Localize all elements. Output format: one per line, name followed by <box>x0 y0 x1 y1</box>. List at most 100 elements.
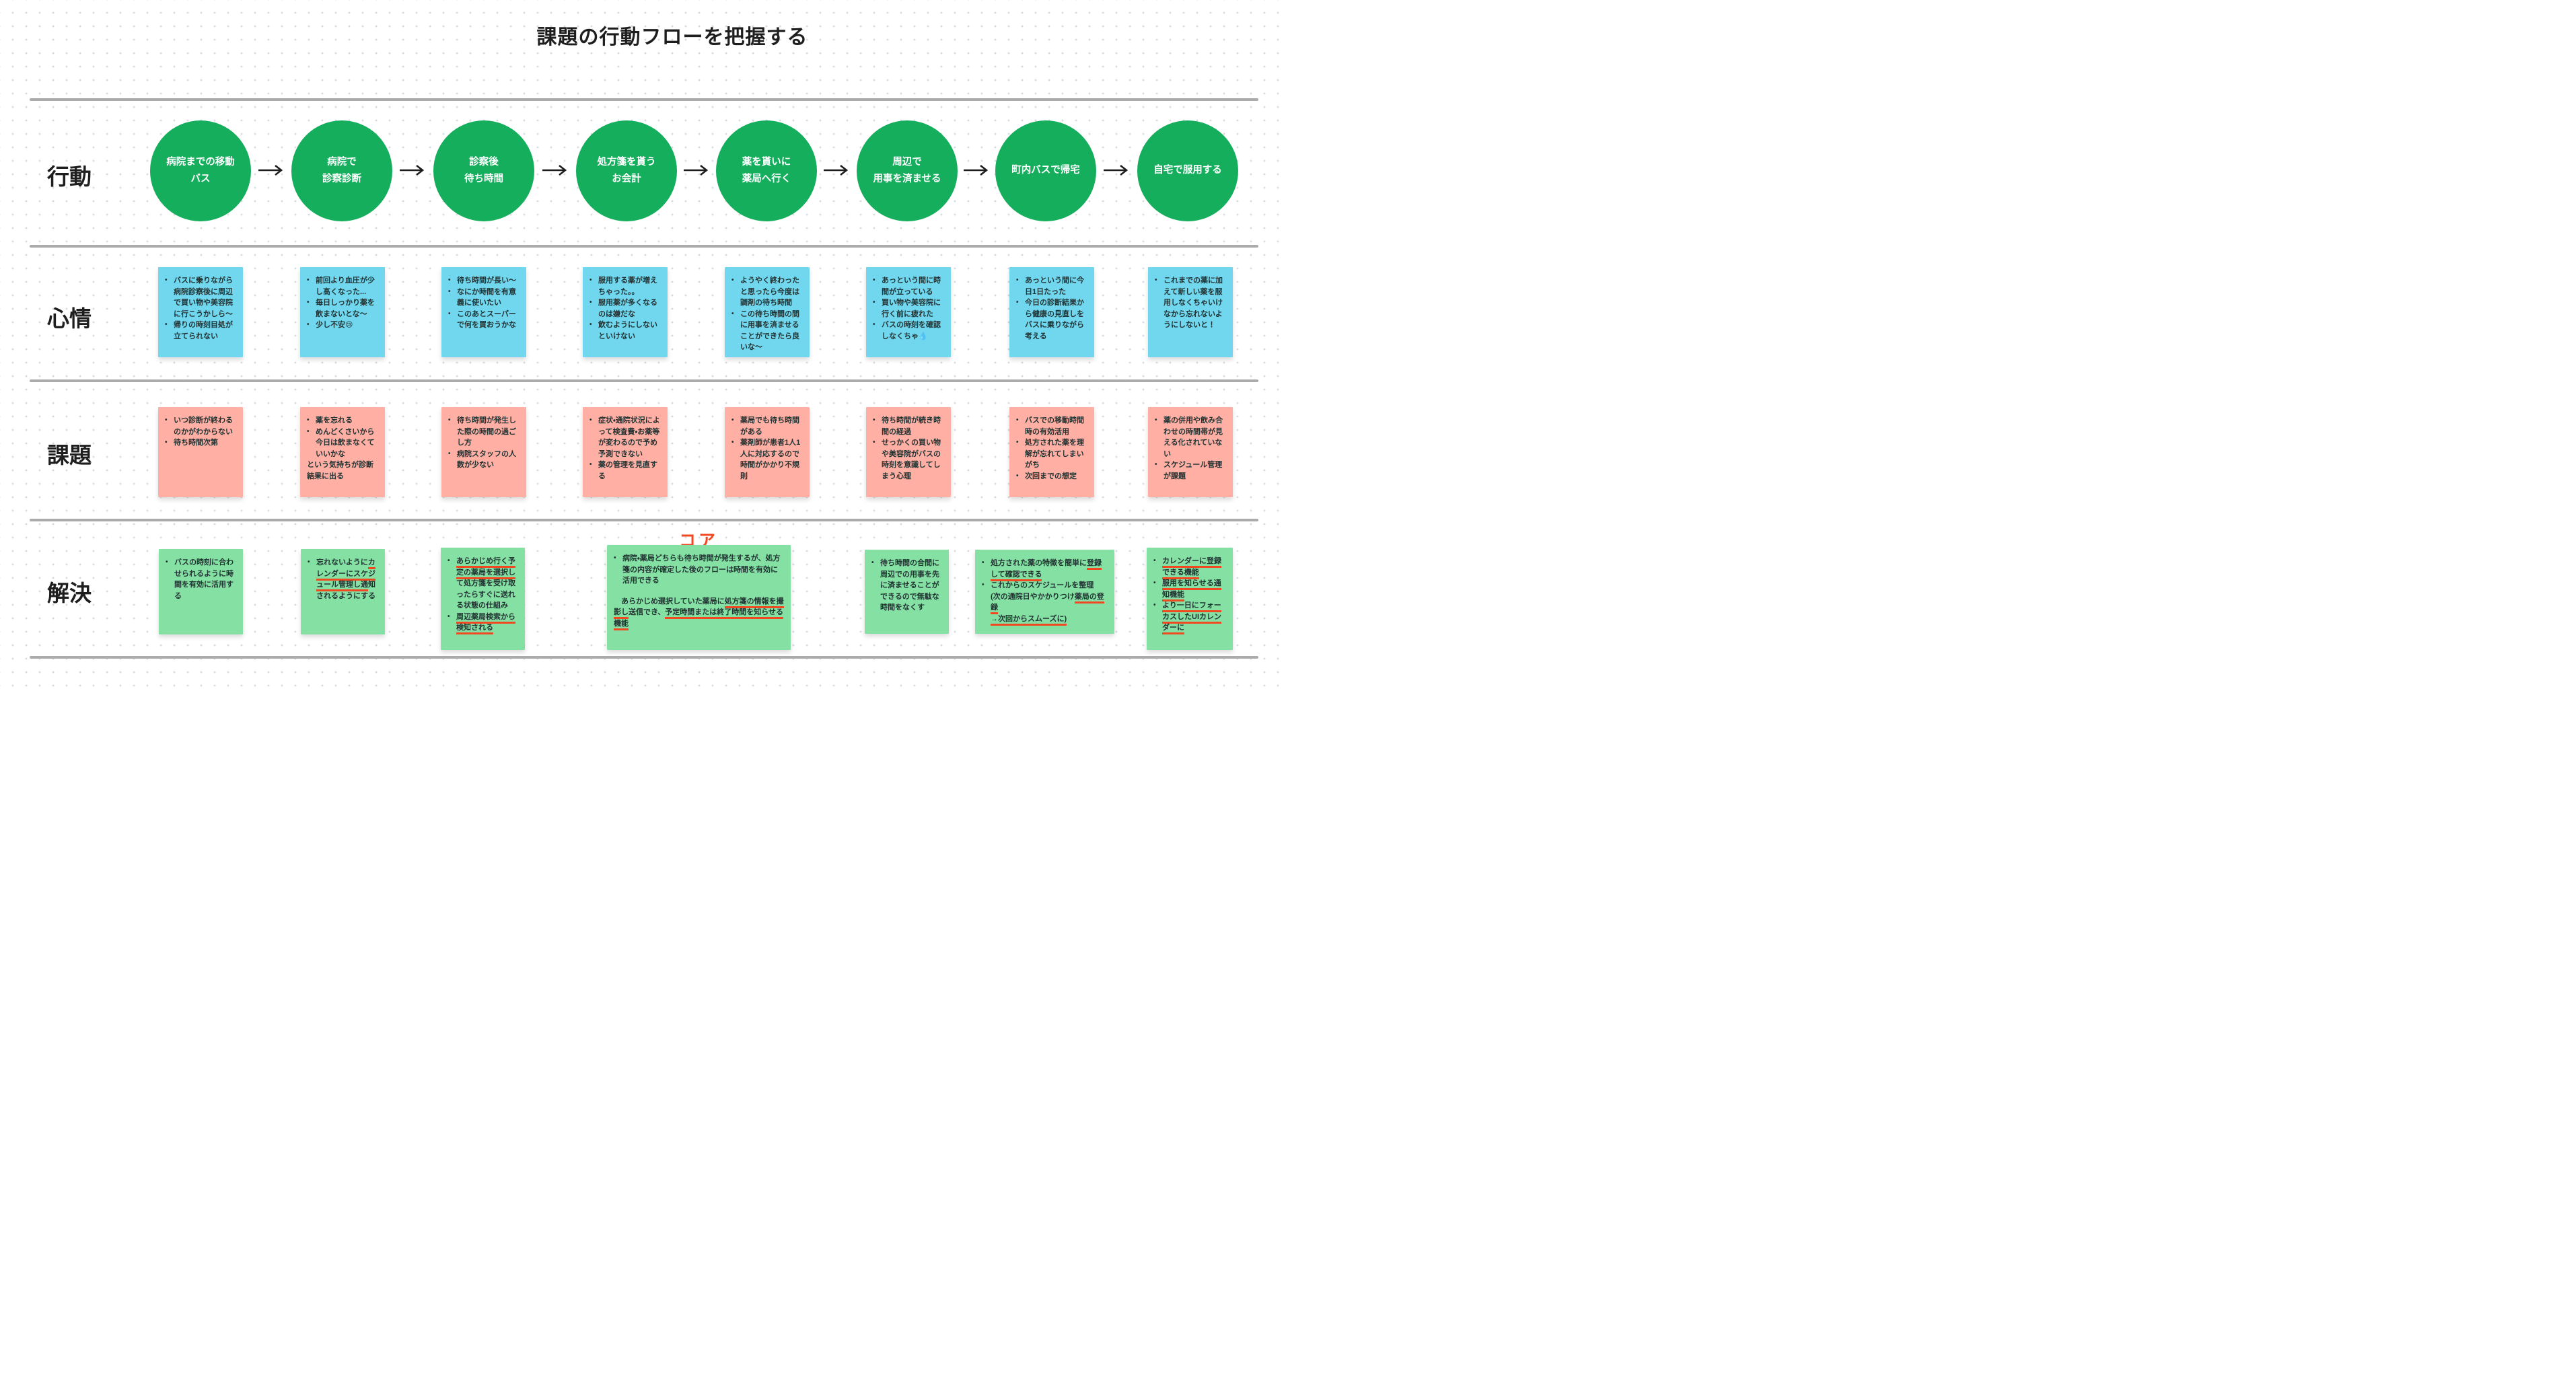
sticky-note-feeling-1[interactable]: •バスに乗りながら病院診察後に周辺で買い物や美容院に行こうかしら〜•帰りの時刻目… <box>158 267 243 357</box>
underlined-text: より一日にフォーカスしたUIカレンダーに <box>1162 601 1221 634</box>
note-text: スケジュール管理が課題 <box>1164 461 1223 480</box>
bullet-marker: • <box>308 558 310 566</box>
note-text: 待ち時間が発生した際の時間の過ごし方 <box>457 416 516 447</box>
note-text: 症状・通院状況によって検査費・お薬等が変わるので予め予測できない <box>598 416 660 458</box>
note-text: あらかじめ選択していた薬局に処方箋の情報を撮影し送信でき、予定時間または終了時間… <box>614 596 785 630</box>
bullet-marker: • <box>307 277 310 284</box>
sticky-note-issue-2[interactable]: •薬を忘れる•めんどくさいから今日は飲まなくていいかなという気持ちが診断結果に出… <box>300 407 385 497</box>
action-circle-label: 病院で診察診断 <box>322 156 361 184</box>
flow-arrow-icon[interactable] <box>1102 163 1131 177</box>
bullet-marker: • <box>1016 299 1019 306</box>
bullet-marker: • <box>307 427 310 435</box>
sticky-note-issue-8[interactable]: •薬の併用や飲み合わせの時間帯が見える化されていない•スケジュール管理が課題 <box>1148 407 1233 497</box>
sticky-note-feeling-6[interactable]: •あっという間に時間が立っている•買い物や美容院に行く前に疲れた•バスの時刻を確… <box>866 267 951 357</box>
row-label-issue[interactable]: 課題 <box>47 443 92 468</box>
flow-arrow-icon[interactable] <box>962 163 991 177</box>
sticky-note-solution-3[interactable]: •あらかじめ行く予定の薬局を選択して処方箋を受け取ったらすぐに送れる状態の仕組み… <box>441 548 525 650</box>
sticky-note-issue-4[interactable]: •症状・通院状況によって検査費・お薬等が変わるので予め予測できない•薬の管理を見… <box>583 407 668 497</box>
flow-arrow-icon[interactable] <box>398 163 427 177</box>
sticky-note-solution-core[interactable]: •病院・薬局どちらも待ち時間が発生するが、処方箋の内容が確定した後のフローは時間… <box>607 545 791 650</box>
bullet-marker: • <box>448 309 451 318</box>
note-text: 買い物や美容院に行く前に疲れた <box>882 299 941 318</box>
note-text: あっという間に今日1日たった <box>1025 277 1084 296</box>
bullet-marker: • <box>1016 439 1019 446</box>
underlined-text: 薬局の登録 <box>991 592 1104 614</box>
bullet-marker: • <box>1153 579 1156 587</box>
sticky-note-feeling-2[interactable]: •前回より血圧が少し高くなった...•毎日しっかり薬を飲まないとな〜•少し不安😢 <box>300 267 385 357</box>
bullet-marker: • <box>731 277 734 284</box>
note-text: 待ち時間の合間に周辺での用事を先に済ませることができるので無駄な時間をなくす <box>880 559 939 612</box>
action-circle-label: 薬を貰いに薬局へ行く <box>742 156 791 184</box>
row-divider-line[interactable] <box>30 98 1258 101</box>
note-text: バスの時刻に合わせられるように時間を有効に活用する <box>174 558 234 600</box>
page-title[interactable]: 課題の行動フローを把握する <box>536 26 808 48</box>
action-circle-4[interactable]: 処方箋を貰うお会計 <box>576 120 677 221</box>
action-circle-label: 町内バスで帰宅 <box>1011 165 1080 176</box>
sticky-note-issue-3[interactable]: •待ち時間が発生した際の時間の過ごし方•病院スタッフの人数が少ない <box>441 407 526 497</box>
whiteboard-canvas: 課題の行動フローを把握する 行動 心情 課題 解決 コア 病院までの移動バス病院… <box>0 0 1288 695</box>
action-circle-2[interactable]: 病院で診察診断 <box>291 120 392 221</box>
sticky-note-solution-6[interactable]: •処方された薬の特徴を簡単に登録して確認できる•これからのスケジュールを整理(次… <box>975 550 1114 634</box>
row-label-solution[interactable]: 解決 <box>47 581 92 606</box>
action-circle-label: 処方箋を貰うお会計 <box>597 156 656 184</box>
sticky-note-solution-1[interactable]: •バスの時刻に合わせられるように時間を有効に活用する <box>159 549 243 634</box>
underlined-text: →次回からスムーズに) <box>991 614 1067 626</box>
row-label-feeling[interactable]: 心情 <box>47 306 92 331</box>
note-text: なにか時間を有意義に使いたい <box>457 287 516 307</box>
sticky-note-issue-7[interactable]: •バスでの移動時間時の有効活用•処方された薬を理解が忘れてしまいがち•次回までの… <box>1009 407 1094 497</box>
flow-arrow-icon[interactable] <box>682 163 711 177</box>
bullet-marker: • <box>589 299 592 306</box>
row-label-action[interactable]: 行動 <box>47 164 92 189</box>
sticky-note-feeling-4[interactable]: •服用する薬が増えちゃった。。•服用薬が多くなるのは嫌だな•飲むようにしないとい… <box>583 267 668 357</box>
flow-arrow-icon[interactable] <box>822 163 851 177</box>
underlined-text: あらかじめ行く予定の薬局を選択し <box>456 557 515 579</box>
sticky-note-solution-7[interactable]: •カレンダーに登録できる機能•服用を知らせる通知機能•より一日にフォーカスしたU… <box>1147 548 1233 650</box>
action-circle-label: 病院までの移動バス <box>166 156 235 184</box>
flow-arrow-icon[interactable] <box>257 163 285 177</box>
bullet-marker: • <box>307 321 310 328</box>
note-text: 薬の併用や飲み合わせの時間帯が見える化されていない <box>1164 416 1223 458</box>
underlined-text: カレンダーにスケジュール管理し通 <box>316 558 375 591</box>
note-text: 処方された薬を理解が忘れてしまいがち <box>1025 439 1084 469</box>
row-divider-line[interactable] <box>30 656 1258 659</box>
sticky-note-feeling-5[interactable]: •ようやく終わったと思ったら今度は調剤の待ち時間•この待ち時間の間に用事を済ませ… <box>725 267 810 357</box>
note-text: バスでの移動時間時の有効活用 <box>1025 416 1084 436</box>
sticky-note-solution-5[interactable]: •待ち時間の合間に周辺での用事を先に済ませることができるので無駄な時間をなくす <box>865 550 949 634</box>
bullet-marker: • <box>448 557 450 564</box>
bullet-marker: • <box>873 416 875 424</box>
sticky-note-solution-2[interactable]: •忘れないようにカレンダーにスケジュール管理し通知されるようにする <box>301 549 385 634</box>
row-divider-line[interactable] <box>30 379 1258 382</box>
sticky-note-issue-5[interactable]: •薬局でも待ち時間がある•薬剤師が患者1人1人に対応するので時間がかかり不規則 <box>725 407 810 497</box>
note-text: 処方された薬の特徴を簡単に登録して確認できる <box>991 558 1108 581</box>
action-circle-1[interactable]: 病院までの移動バス <box>150 120 251 221</box>
action-circle-8[interactable]: 自宅で服用する <box>1137 120 1238 221</box>
bullet-marker: • <box>731 439 734 446</box>
bullet-marker: • <box>448 416 451 424</box>
sticky-note-feeling-8[interactable]: •これまでの薬に加えて新しい薬を服用しなくちゃいけなから忘れないようにしないと！ <box>1148 267 1233 357</box>
bullet-marker: • <box>589 416 592 424</box>
note-text: 帰りの時刻目処が立てられない <box>174 321 233 340</box>
note-text: いつ診断が終わるのかがわからない <box>174 416 233 436</box>
underlined-text: 登録して確認できる <box>991 559 1102 581</box>
note-text: 薬を忘れる <box>316 416 353 425</box>
note-text: 薬の管理を見直する <box>598 461 657 480</box>
bullet-marker: • <box>448 287 451 295</box>
underlined-text: カレンダーに登録できる機能 <box>1162 557 1221 579</box>
sticky-note-feeling-7[interactable]: •あっという間に今日1日たった•今日の診断結果から健康の見直しをバスに乗りながら… <box>1009 267 1094 357</box>
bullet-marker: • <box>1155 277 1157 284</box>
row-divider-line[interactable] <box>30 245 1258 248</box>
action-circle-3[interactable]: 診察後待ち時間 <box>433 120 534 221</box>
bullet-marker: • <box>165 277 168 284</box>
underlined-text: 予定時間または終了時間を知らせる機能 <box>614 608 784 630</box>
note-text: 今日の診断結果から健康の見直しをバスに乗りながら考える <box>1025 299 1084 340</box>
row-divider-line[interactable] <box>30 519 1258 521</box>
action-circle-5[interactable]: 薬を貰いに薬局へ行く <box>716 120 817 221</box>
action-circle-6[interactable]: 周辺で用事を済ませる <box>857 120 958 221</box>
flow-arrow-icon[interactable] <box>541 163 569 177</box>
note-text: という気持ちが診断結果に出る <box>307 461 373 480</box>
sticky-note-issue-6[interactable]: •待ち時間が続き時間の経過•せっかくの買い物や美容院がバスの時刻を意識してしまう… <box>866 407 951 497</box>
action-circle-7[interactable]: 町内バスで帰宅 <box>995 120 1096 221</box>
sticky-note-issue-1[interactable]: •いつ診断が終わるのかがわからない•待ち時間次第 <box>158 407 243 497</box>
bullet-marker: • <box>448 449 451 458</box>
sticky-note-feeling-3[interactable]: •待ち時間が長い〜•なにか時間を有意義に使いたい•このあとスーパーで何を買おうか… <box>441 267 526 357</box>
